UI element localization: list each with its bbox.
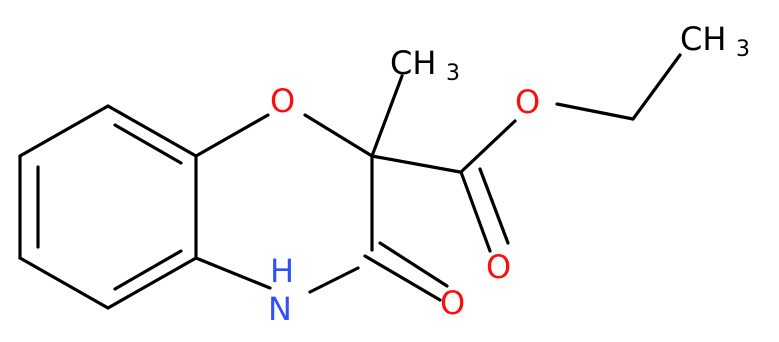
methyl-c-label: CH: [390, 44, 436, 82]
bond-ester-o-ch2: [555, 102, 635, 121]
benzene-ring: [18, 104, 198, 310]
bond-n4-c4a: [194, 256, 272, 290]
bond-ester-c-o-double-1: [459, 170, 492, 253]
bond-c3-ketone-o-1: [363, 254, 442, 302]
ethyl-terminal-label: CH 3: [680, 20, 750, 62]
bond-benzene-4: [18, 256, 110, 310]
ethyl-c-label: CH: [680, 20, 726, 58]
bond-benzene-6: [18, 104, 110, 158]
bond-o1-c2: [303, 113, 374, 158]
bond-c3-n4: [308, 266, 360, 294]
bond-benzene-3: [106, 256, 198, 310]
nitrogen-label: N: [268, 290, 292, 328]
bond-c2-ester-c: [370, 154, 462, 174]
bond-ch2-ch3: [631, 53, 682, 121]
bond-c8a-o1: [194, 113, 270, 158]
bond-benzene-3-inner: [113, 249, 183, 291]
ester-oxygen-label: O: [515, 83, 540, 121]
bond-c3-ketone-o-2: [378, 241, 449, 288]
bond-c2-methyl: [370, 74, 404, 158]
nitrogen-h-label: H: [270, 252, 294, 290]
bond-benzene-1-inner: [113, 123, 183, 165]
bond-ester-c-o-double-2: [478, 167, 510, 245]
substituent-bonds: [363, 53, 682, 302]
ring-oxygen-label: O: [270, 82, 295, 120]
oxazine-ring: [194, 113, 374, 294]
bond-benzene-1: [106, 104, 198, 158]
ethyl-subscript: 3: [736, 37, 750, 62]
methyl-subscript: 3: [446, 61, 460, 86]
ketone-oxygen-label: O: [440, 284, 465, 322]
ester-carbonyl-oxygen-label: O: [486, 248, 511, 286]
methyl-group-label: CH 3: [390, 44, 460, 86]
bond-ester-c-o-single: [459, 119, 517, 174]
